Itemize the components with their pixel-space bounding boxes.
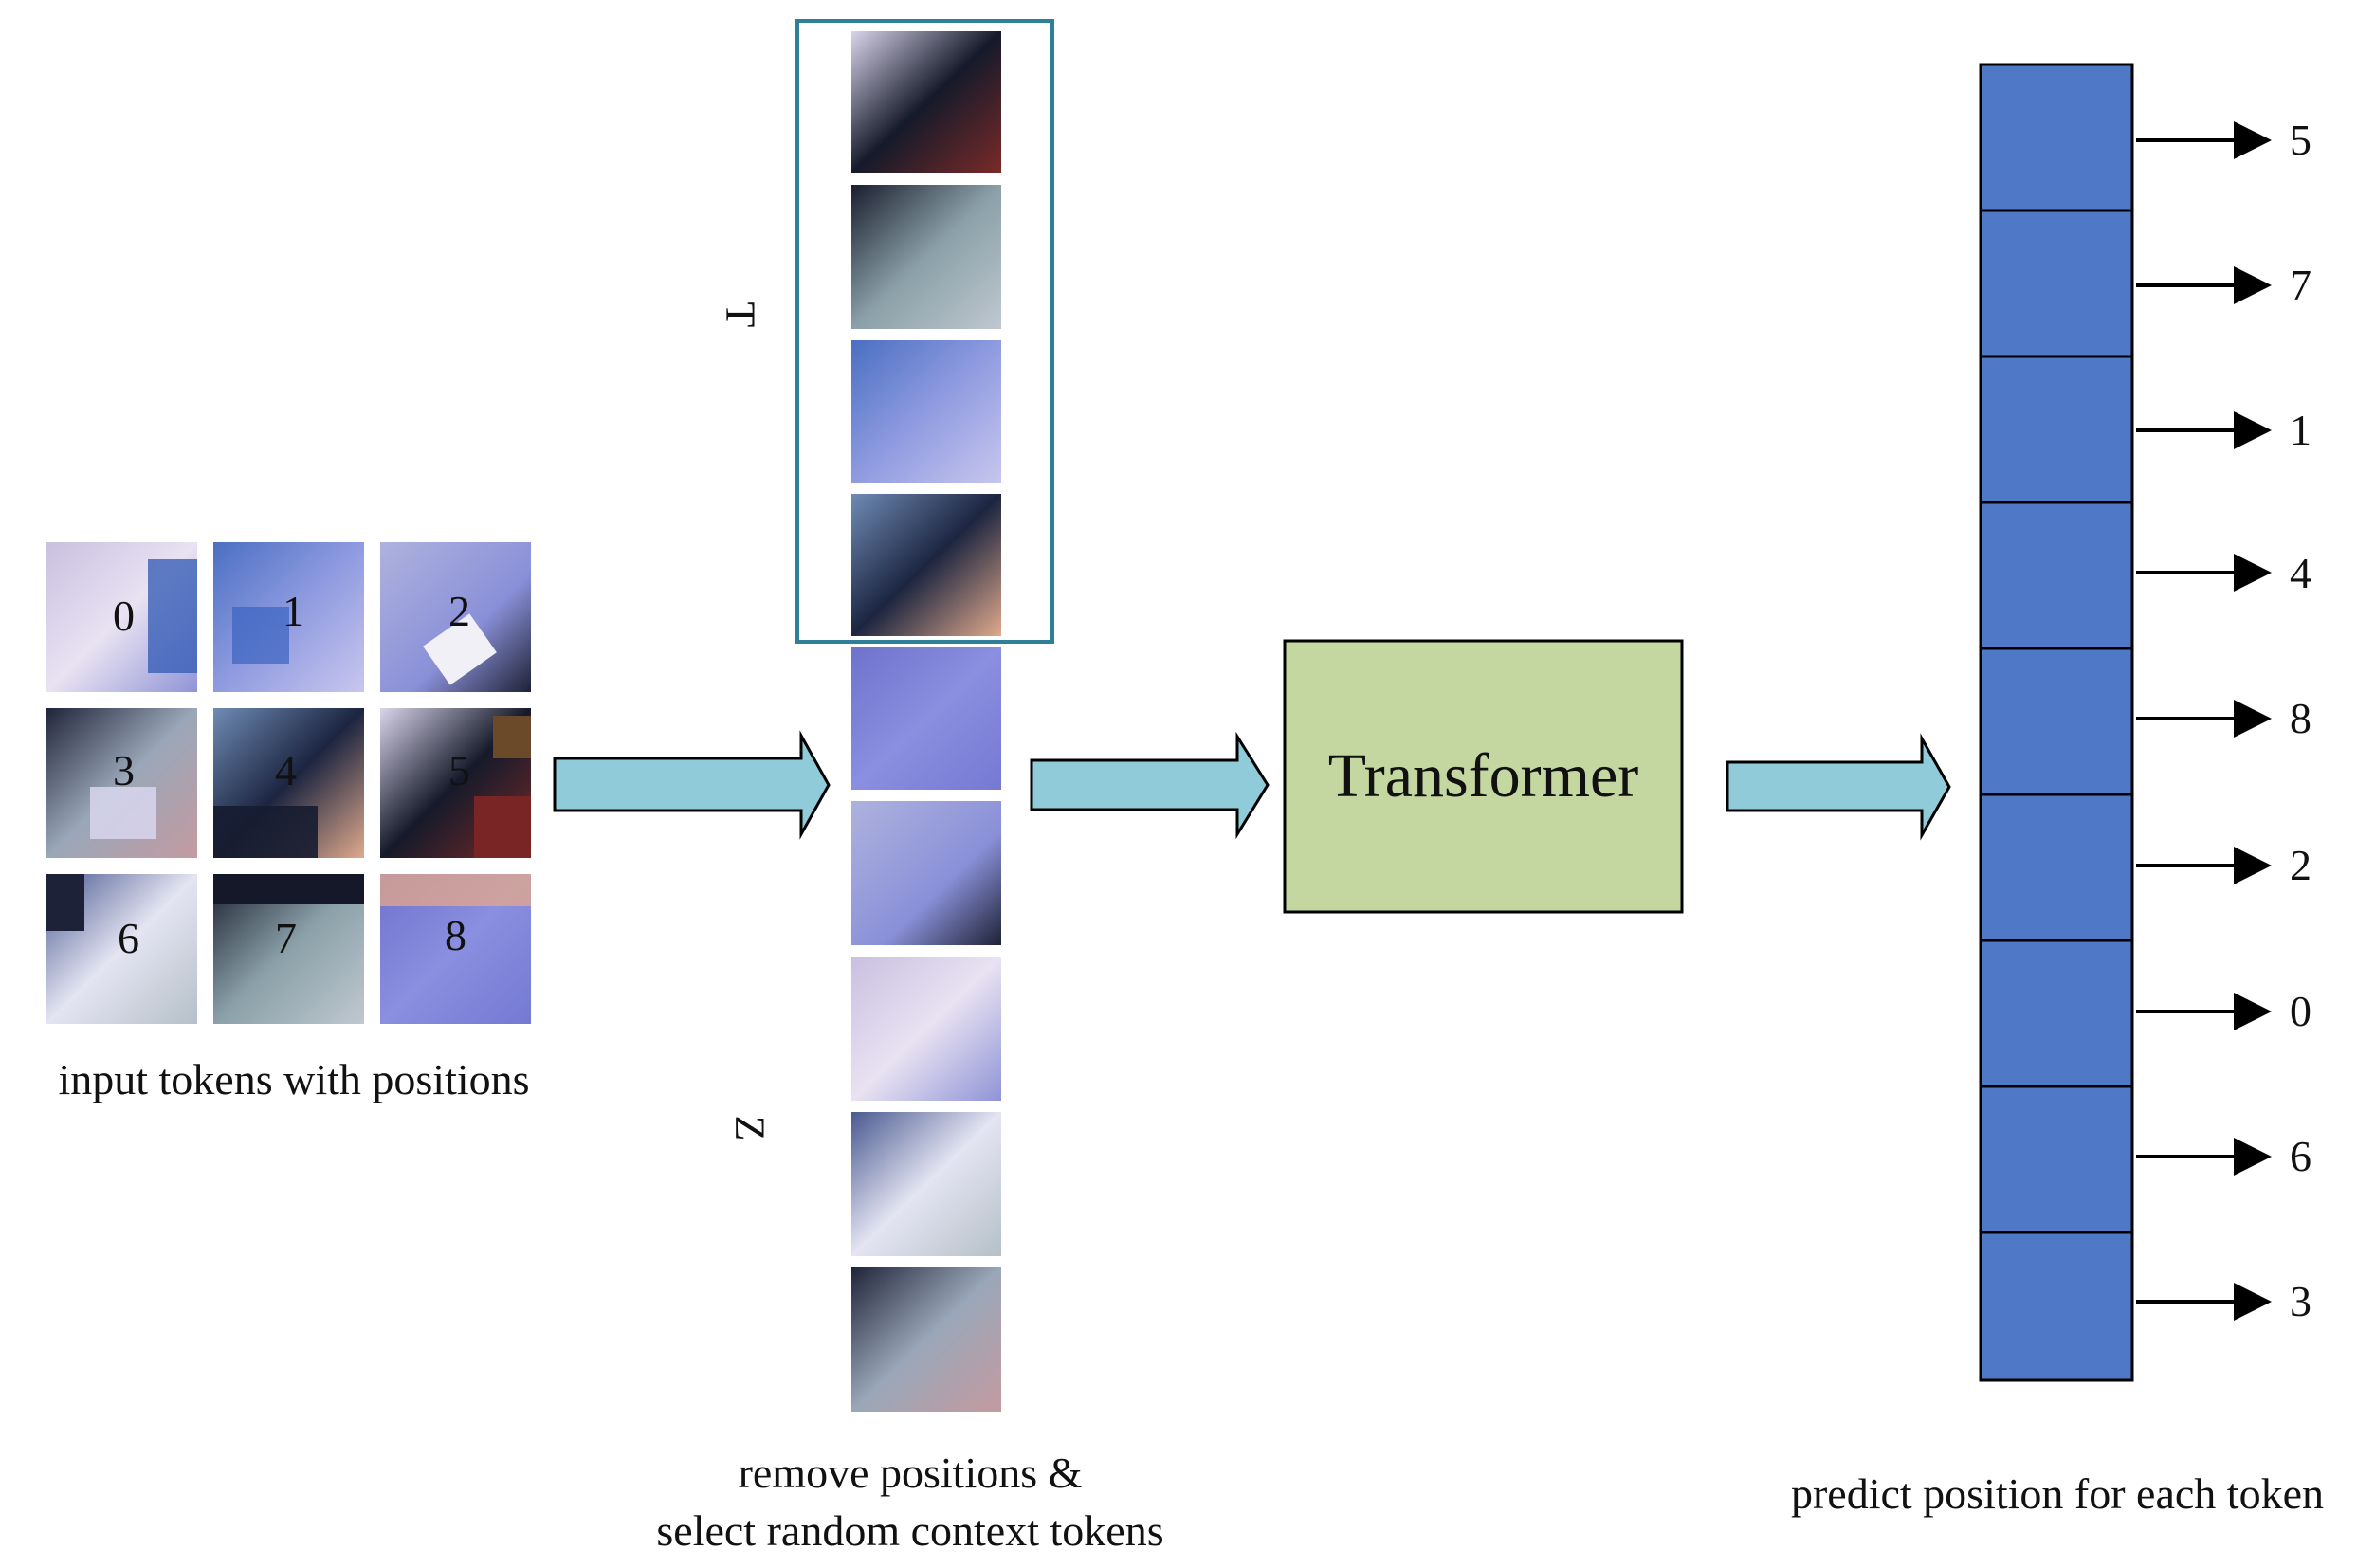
context-token-3 [851,1267,1001,1412]
transformer-label: Transformer [1327,741,1639,811]
context-token-7 [851,185,1001,329]
context-token-4 [851,494,1001,636]
input-token-8 [380,874,531,1024]
input-token-1 [213,542,364,692]
context-token-6 [851,1112,1001,1256]
prediction-output-8: 3 [2290,1277,2311,1325]
context-token-5 [851,31,1001,173]
input-token-label-2: 2 [448,587,470,635]
prediction-caption: predict position for each token [1790,1469,2325,1518]
prediction-output-0: 5 [2290,116,2311,164]
prediction-output-7: 6 [2290,1132,2311,1180]
input-token-7 [213,874,364,1024]
input-token-label-5: 5 [448,746,470,794]
prediction-column [1979,63,2134,1382]
input-token-3 [46,708,197,858]
context-caption-line1: remove positions & [738,1449,1083,1497]
block-arrows [553,730,1951,841]
input-token-label-7: 7 [275,914,297,962]
prediction-output-5: 2 [2290,841,2311,889]
context-label-top: T [717,301,764,328]
input-token-label-4: 4 [275,746,297,794]
input-token-label-1: 1 [283,587,304,635]
input-token-6 [46,874,197,1024]
input-token-label-6: 6 [118,914,139,962]
context-token-2 [851,801,1001,945]
input-token-label-0: 0 [113,592,135,640]
input-token-0 [46,542,197,692]
prediction-output-1: 7 [2290,261,2311,309]
input-token-grid [46,542,531,1024]
transformer-box [1283,639,1684,914]
prediction-output-2: 1 [2290,406,2311,454]
arrow-grid-to-column [553,730,831,840]
input-grid-caption: input tokens with positions [58,1055,530,1103]
context-selection-frame [795,19,1054,644]
context-token-8 [851,647,1001,790]
arrow-column-to-transformer [1030,731,1270,840]
input-token-2 [380,542,531,692]
input-token-5 [380,708,531,858]
input-token-label-3: 3 [113,746,135,794]
context-token-column [851,31,1001,1412]
input-token-label-8: 8 [445,911,466,959]
context-label-bottom: Z [726,1115,774,1141]
arrow-transformer-to-output [1726,733,1951,841]
prediction-arrows [2136,121,2272,1321]
prediction-output-3: 4 [2290,549,2311,597]
context-token-0 [851,957,1001,1101]
prediction-output-4: 8 [2290,694,2311,742]
context-caption-line2: select random context tokens [656,1506,1164,1555]
context-token-1 [851,340,1001,483]
prediction-output-6: 0 [2290,987,2311,1035]
input-token-4 [213,708,364,858]
